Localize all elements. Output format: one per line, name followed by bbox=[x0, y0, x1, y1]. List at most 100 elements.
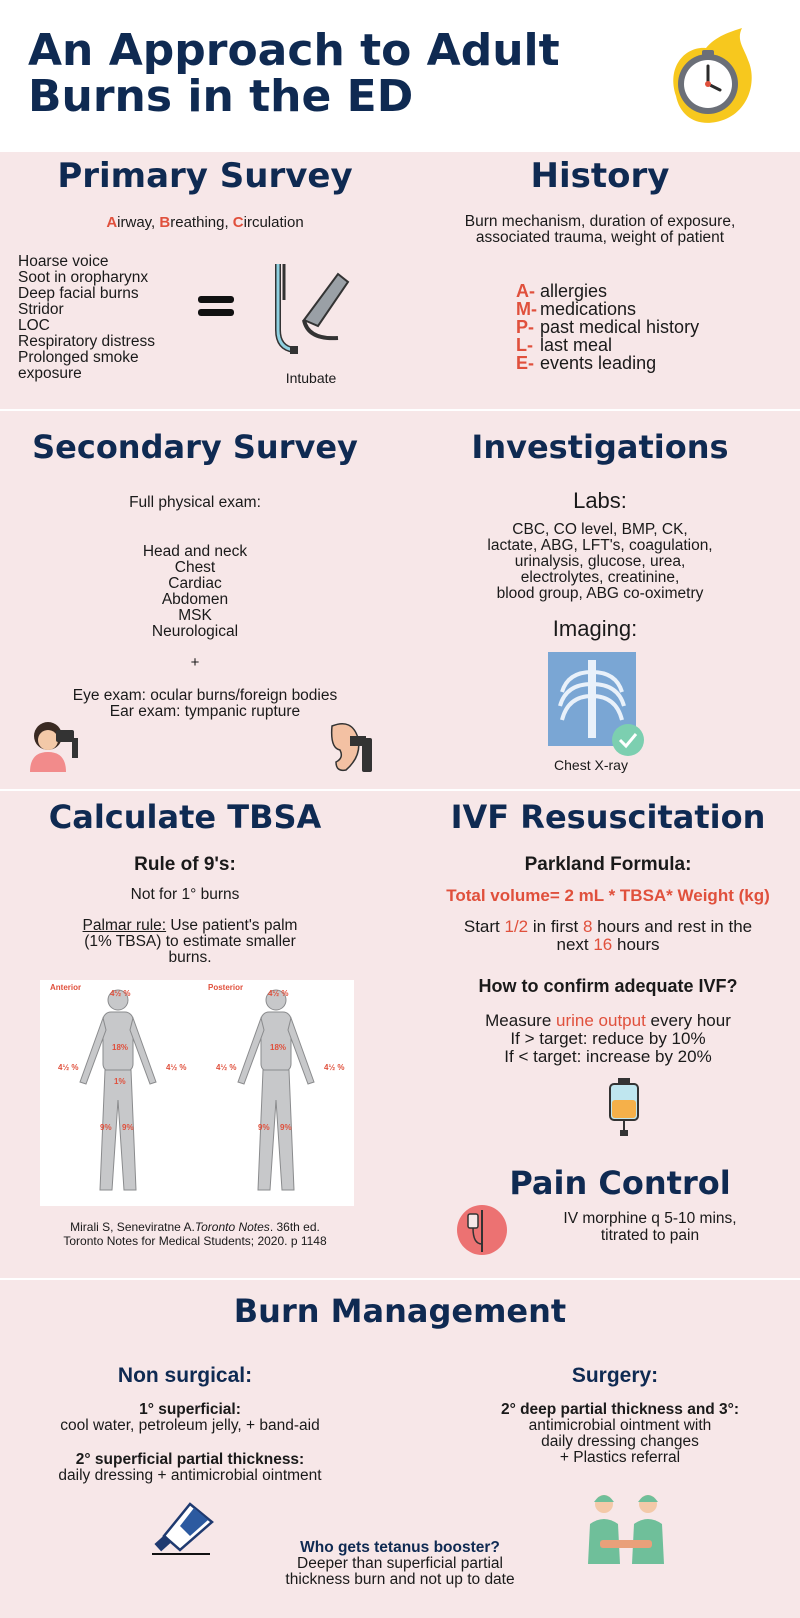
tetanus-question: Who gets tetanus booster? bbox=[300, 1539, 500, 1556]
ample-text: medications bbox=[540, 299, 637, 319]
eye-exam-text: Eye exam: ocular burns/foreign bodies bbox=[72, 687, 338, 704]
first-degree-text: cool water, petroleum jelly, + band-aid bbox=[60, 1417, 320, 1434]
anterior-left-leg-value: 9% bbox=[100, 1123, 112, 1132]
timing-16: 16 bbox=[593, 935, 613, 954]
otoscope-ear-icon bbox=[322, 718, 378, 779]
history-heading: History bbox=[530, 156, 670, 196]
list-item: Stridor bbox=[18, 301, 64, 318]
citation-authors: Mirali S, Seneviratne A. bbox=[70, 1220, 195, 1234]
pain-control-text: IV morphine q 5-10 mins, titrated to pai… bbox=[510, 1210, 790, 1244]
posterior-right-leg-value: 9% bbox=[280, 1123, 292, 1132]
history-intro: Burn mechanism, duration of exposure, as… bbox=[420, 214, 780, 246]
urine-output: urine output bbox=[556, 1011, 646, 1030]
labs-heading: Labs: bbox=[573, 488, 627, 513]
palmar-text-3: burns. bbox=[168, 949, 212, 966]
anterior-trunk-value: 18% bbox=[112, 1043, 128, 1052]
chest-xray-label: Chest X-ray bbox=[554, 757, 628, 773]
measure-a: Measure bbox=[485, 1011, 557, 1030]
ample-text: events leading bbox=[540, 353, 657, 373]
surgery-heading: Surgery: bbox=[571, 1364, 659, 1387]
palmar-text-1: Use patient's palm bbox=[166, 917, 298, 934]
section-secondary-investigations bbox=[0, 411, 800, 789]
palmar-rule: Palmar rule: Use patient's palm (1% TBSA… bbox=[50, 918, 330, 966]
parkland-formula: Total volume= 2 mL * TBSA* Weight (kg) bbox=[446, 886, 770, 905]
pain-control-heading: Pain Control bbox=[509, 1164, 731, 1202]
surgeons-icon bbox=[584, 1490, 670, 1569]
deep-burn-text-1: antimicrobial ointment with bbox=[528, 1417, 712, 1434]
pain-line-1: IV morphine q 5-10 mins, bbox=[563, 1210, 737, 1227]
second-degree-title: 2° superficial partial thickness: bbox=[75, 1451, 305, 1468]
list-item: A-allergies bbox=[516, 282, 699, 300]
list-item: MSK bbox=[178, 607, 212, 624]
anterior-left-arm-value: 4½ % bbox=[58, 1063, 78, 1072]
posterior-head-value: 4½ % bbox=[268, 989, 288, 998]
page-title: An Approach to Adult Burns in the ED bbox=[28, 28, 628, 120]
not-for-first-degree: Not for 1° burns bbox=[130, 886, 240, 903]
citation-source: Toronto Notes bbox=[194, 1220, 270, 1234]
ample-key: E- bbox=[516, 353, 534, 373]
posterior-left-leg-value: 9% bbox=[258, 1123, 270, 1132]
primary-survey-heading: Primary Survey bbox=[57, 156, 353, 196]
ear-exam-text: Ear exam: tympanic rupture bbox=[109, 703, 301, 720]
list-item: Hoarse voice bbox=[18, 253, 109, 270]
list-item: Chest bbox=[174, 559, 216, 576]
measure-b: every hour bbox=[645, 1011, 731, 1030]
ivf-monitoring: Measure urine output every hour If > tar… bbox=[420, 1012, 796, 1066]
investigations-heading: Investigations bbox=[471, 428, 729, 466]
header: An Approach to Adult Burns in the ED bbox=[0, 0, 800, 152]
abc-rest-c: irculation bbox=[243, 214, 304, 231]
equals-icon bbox=[198, 296, 234, 323]
anterior-right-arm-value: 4½ % bbox=[166, 1063, 186, 1072]
rule-of-nines-figure: Anterior Posterior 4½ % 4½ % 18% 18% 4½ … bbox=[40, 980, 354, 1206]
section-burn-management bbox=[0, 1280, 800, 1618]
below-target: If < target: increase by 20% bbox=[504, 1047, 712, 1066]
list-item: blood group, ABG co-oximetry bbox=[496, 585, 704, 602]
labs-list: CBC, CO level, BMP, CK, lactate, ABG, LF… bbox=[420, 522, 780, 602]
timing-start: Start bbox=[463, 917, 505, 936]
ample-key: A- bbox=[516, 281, 535, 301]
posterior-right-arm-value: 4½ % bbox=[324, 1063, 344, 1072]
abc-line: Airway, Breathing, Circulation bbox=[40, 214, 370, 231]
systems-list: Head and neck Chest Cardiac Abdomen MSK … bbox=[30, 544, 360, 640]
list-item: Head and neck bbox=[142, 543, 248, 560]
deep-burn-block: 2° deep partial thickness and 3°: antimi… bbox=[470, 1402, 770, 1466]
eye-ear-exam: Eye exam: ocular burns/foreign bodies Ea… bbox=[30, 688, 380, 720]
list-item: E-events leading bbox=[516, 354, 699, 372]
anterior-label: Anterior bbox=[50, 983, 81, 992]
deep-burn-text-2: daily dressing changes bbox=[541, 1433, 699, 1450]
plus-sign: + bbox=[190, 654, 200, 671]
ointment-tube-icon bbox=[150, 1500, 216, 1563]
list-item: Abdomen bbox=[161, 591, 229, 608]
title-line-2: Burns in the ED bbox=[28, 71, 414, 122]
history-intro-line-2: associated trauma, weight of patient bbox=[475, 229, 725, 246]
timing-8: 8 bbox=[582, 917, 593, 936]
timing-half: 1/2 bbox=[504, 917, 529, 936]
list-item: Cardiac bbox=[168, 575, 222, 592]
ample-text: last meal bbox=[540, 335, 613, 355]
list-item: M-medications bbox=[516, 300, 699, 318]
deep-burn-title: 2° deep partial thickness and 3°: bbox=[500, 1401, 740, 1418]
abc-rest-a: irway, bbox=[117, 214, 160, 231]
list-item: P-past medical history bbox=[516, 318, 699, 336]
list-item: L-last meal bbox=[516, 336, 699, 354]
iv-bag-icon bbox=[606, 1078, 642, 1143]
airway-signs-list: Hoarse voice Soot in oropharynx Deep fac… bbox=[18, 254, 155, 382]
imaging-heading: Imaging: bbox=[552, 616, 638, 641]
history-intro-line-1: Burn mechanism, duration of exposure, bbox=[464, 213, 736, 230]
above-target: If > target: reduce by 10% bbox=[510, 1029, 706, 1048]
palmar-text-2: (1% TBSA) to estimate smaller bbox=[84, 933, 296, 950]
secondary-intro: Full physical exam: bbox=[129, 494, 261, 511]
secondary-survey-heading: Secondary Survey bbox=[32, 428, 358, 466]
confirm-ivf-heading: How to confirm adequate IVF? bbox=[478, 976, 738, 996]
ample-key: L- bbox=[516, 335, 533, 355]
citation: Mirali S, Seneviratne A.Toronto Notes. 3… bbox=[20, 1220, 370, 1248]
non-surgical-heading: Non surgical: bbox=[117, 1364, 253, 1387]
deep-burn-text-3: + Plastics referral bbox=[559, 1449, 681, 1466]
timing-next: next bbox=[556, 935, 594, 954]
ample-text: allergies bbox=[540, 281, 608, 301]
intubate-label: Intubate bbox=[285, 370, 337, 386]
list-item: Neurological bbox=[151, 623, 239, 640]
chest-xray-icon bbox=[548, 652, 644, 767]
abc-letter-b: B bbox=[159, 214, 171, 231]
parkland-heading: Parkland Formula: bbox=[524, 854, 692, 875]
